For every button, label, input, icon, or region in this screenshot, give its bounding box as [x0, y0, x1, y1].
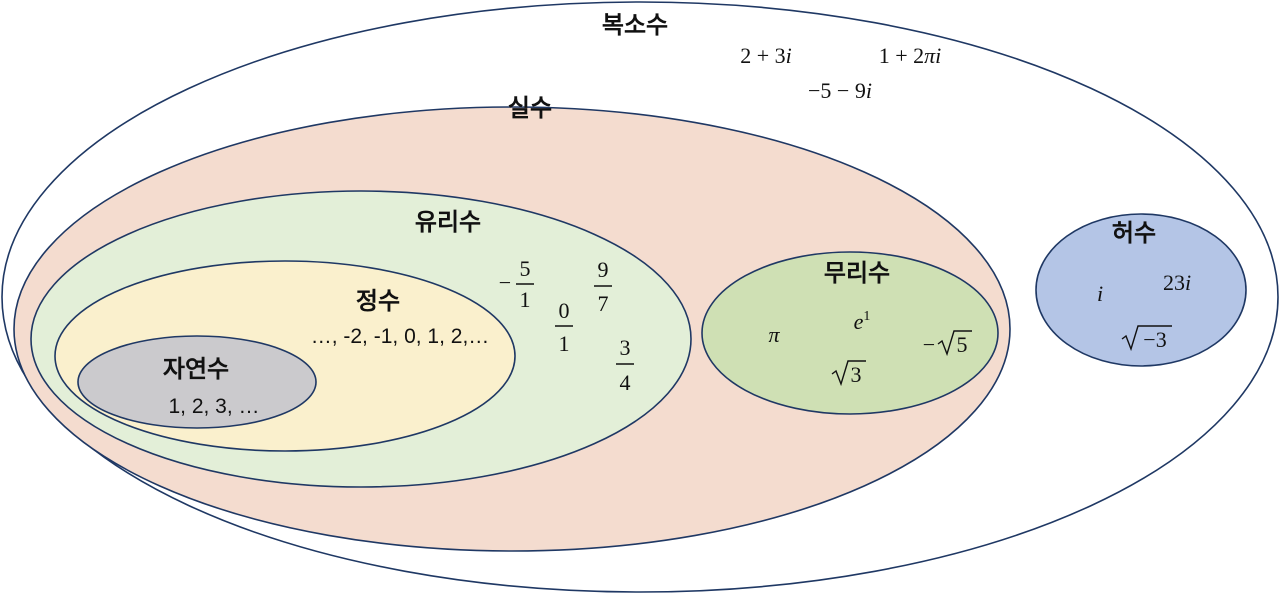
- imaginary-example-sqrt-neg3: −3: [1121, 325, 1172, 352]
- integer-examples: …, -2, -1, 0, 1, 2,…: [311, 325, 490, 348]
- radicand: 3: [851, 362, 862, 387]
- radical-sign: [831, 360, 866, 387]
- radicand: 5: [957, 332, 968, 357]
- complex-set-label: 복소수: [602, 11, 668, 39]
- fraction-denominator: 1: [520, 287, 531, 312]
- complex-example-neg5-minus-9i: −5 − 9i: [808, 78, 872, 103]
- sign: −: [923, 332, 935, 357]
- radical-sign: [937, 330, 972, 357]
- imaginary-example-23i: 23i: [1163, 270, 1191, 295]
- complex-example-1-plus-2pi-i: 1 + 2πi: [879, 43, 942, 68]
- complex-example-2-plus-3i: 2 + 3i: [740, 43, 792, 68]
- radicand: −3: [1143, 327, 1166, 352]
- radical-sign: [1121, 325, 1172, 352]
- fraction-numerator: 3: [620, 335, 631, 360]
- fraction-numerator: 5: [520, 256, 531, 281]
- natural-set-label: 자연수: [163, 355, 229, 383]
- rational-example-0-over-1: 0 1: [555, 298, 573, 356]
- fraction-numerator: 9: [598, 257, 609, 282]
- natural-set-region: [77, 335, 317, 429]
- fraction-numerator: 0: [559, 298, 570, 323]
- rational-example-3-over-4: 3 4: [616, 335, 634, 395]
- rational-set-label: 유리수: [415, 208, 481, 236]
- irrational-example-e: e1: [854, 309, 871, 334]
- fraction-denominator: 1: [559, 331, 570, 356]
- imaginary-example-i: i: [1097, 281, 1103, 306]
- natural-examples: 1, 2, 3, …: [168, 395, 259, 418]
- irrational-example-pi: π: [768, 322, 780, 347]
- imaginary-set-label: 허수: [1112, 219, 1156, 247]
- rational-example-9-over-7: 9 7: [594, 257, 612, 316]
- irrational-example-sqrt3: 3: [831, 360, 866, 387]
- integer-set-label: 정수: [356, 287, 400, 315]
- irrational-example-neg-sqrt5: − 5: [923, 330, 972, 357]
- fraction-sign: −: [499, 270, 511, 295]
- fraction-denominator: 4: [620, 370, 631, 395]
- irrational-set-region: [701, 251, 999, 415]
- real-set-label: 실수: [508, 94, 552, 122]
- fraction-denominator: 7: [598, 291, 609, 316]
- irrational-set-label: 무리수: [824, 259, 890, 287]
- imaginary-set-region: [1035, 213, 1247, 367]
- rational-example-neg-5-over-1: − 5 1: [499, 256, 534, 312]
